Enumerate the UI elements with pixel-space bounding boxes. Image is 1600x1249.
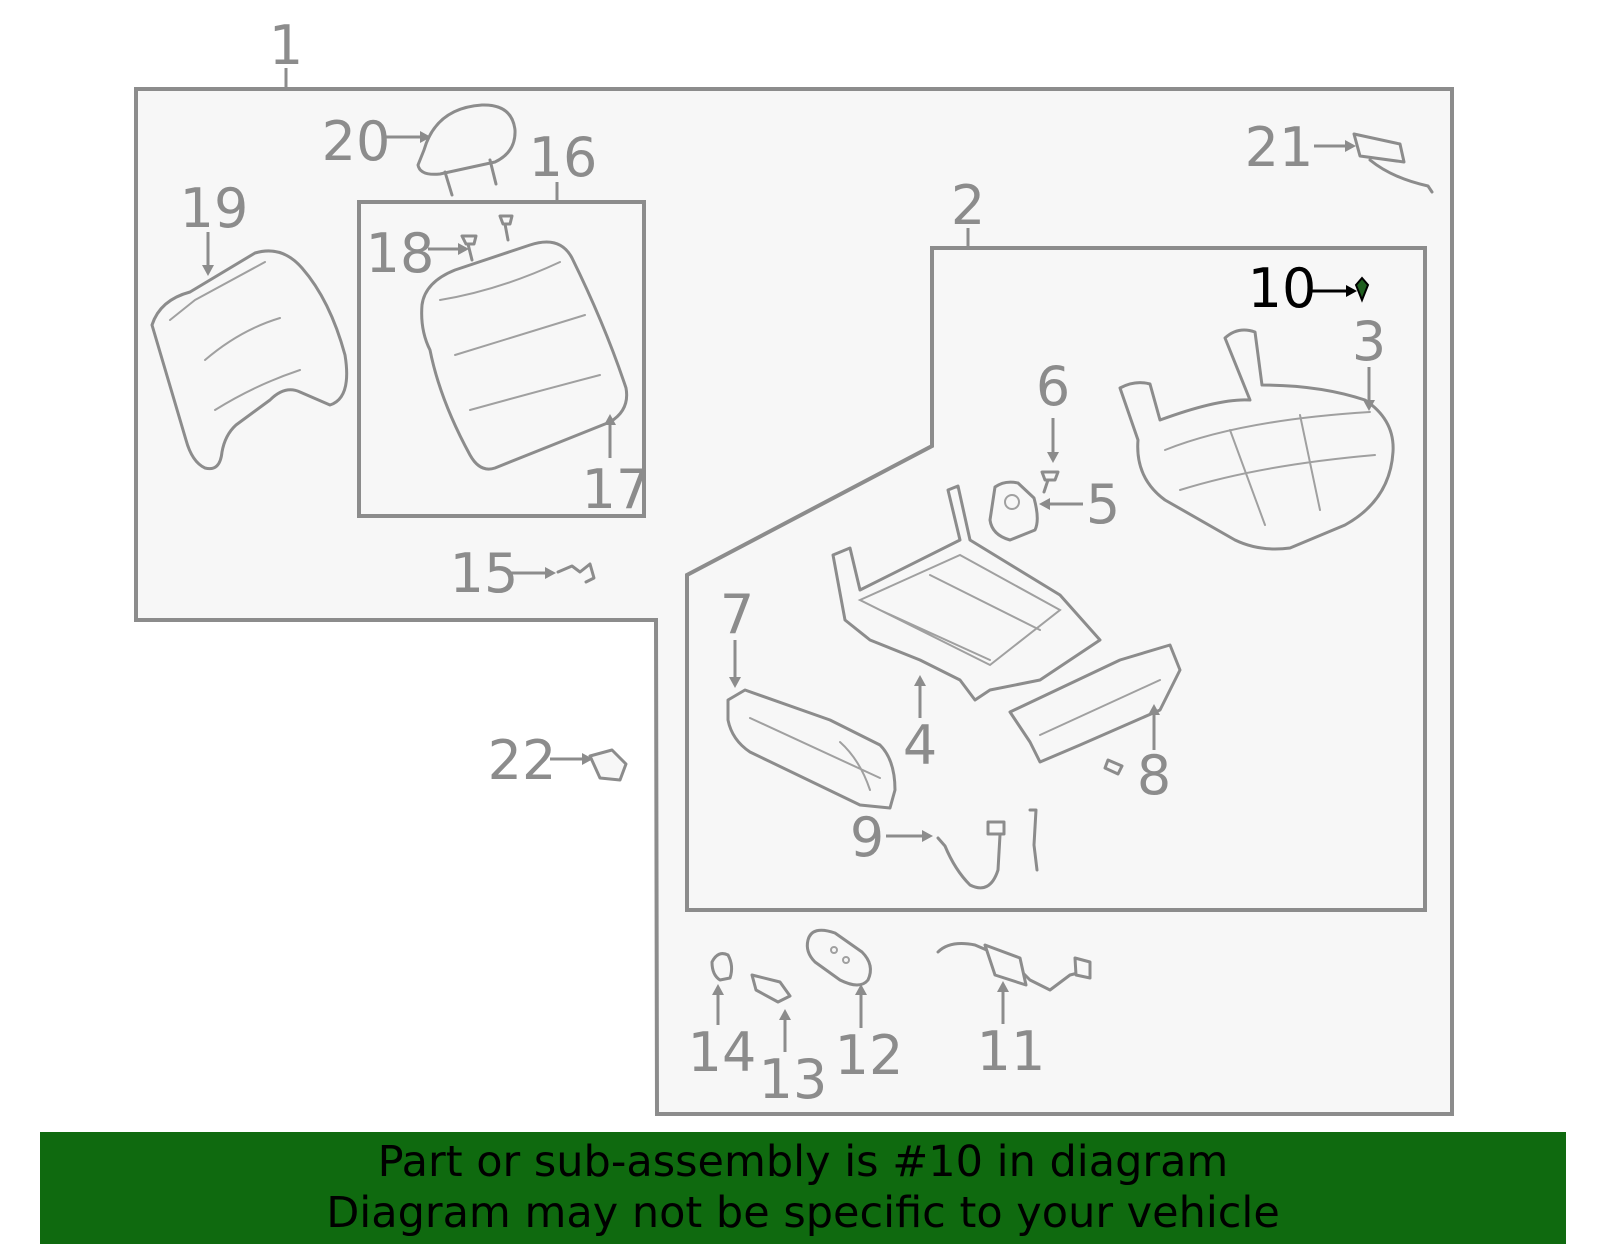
wire-harness-part-9 bbox=[936, 808, 1039, 890]
callout-7: 7 bbox=[720, 583, 754, 646]
callout-3: 3 bbox=[1352, 310, 1386, 373]
callout-20: 20 bbox=[322, 110, 391, 173]
callout-8: 8 bbox=[1137, 744, 1171, 807]
callout-6: 6 bbox=[1036, 355, 1070, 418]
callout-9: 9 bbox=[850, 806, 884, 869]
callout-4: 4 bbox=[903, 714, 937, 777]
switch-harness-part-11 bbox=[936, 942, 1092, 992]
callout-18: 18 bbox=[366, 222, 435, 285]
banner-line-1: Part or sub-assembly is #10 in diagram bbox=[377, 1137, 1229, 1187]
seat-cushion-part bbox=[1118, 328, 1395, 551]
callout-2: 2 bbox=[951, 174, 985, 237]
clip-part-22 bbox=[588, 748, 628, 782]
subassembly-box-2 bbox=[685, 246, 1427, 912]
callout-15: 15 bbox=[450, 542, 519, 605]
fastener-part-10 bbox=[1354, 276, 1370, 303]
callout-11: 11 bbox=[977, 1020, 1046, 1083]
bolt-part-18 bbox=[460, 214, 514, 262]
side-cover-part-7 bbox=[726, 688, 897, 810]
recliner-cover-part-5 bbox=[988, 480, 1039, 542]
callout-12: 12 bbox=[835, 1024, 904, 1087]
callout-17: 17 bbox=[582, 458, 651, 521]
callout-10: 10 bbox=[1248, 257, 1317, 320]
callout-13: 13 bbox=[759, 1048, 828, 1111]
banner-line-2: Diagram may not be specific to your vehi… bbox=[326, 1188, 1280, 1238]
headrest-part bbox=[416, 103, 517, 197]
connector-part-21 bbox=[1352, 132, 1434, 194]
callout-5: 5 bbox=[1086, 473, 1120, 536]
callout-14: 14 bbox=[688, 1021, 757, 1084]
callout-16: 16 bbox=[529, 126, 598, 189]
bolt-part-6 bbox=[1040, 470, 1060, 494]
seat-rail-part-8 bbox=[1008, 643, 1182, 776]
callout-21: 21 bbox=[1245, 116, 1314, 179]
switch-bezel-part-12 bbox=[805, 928, 872, 987]
subassembly-box-16 bbox=[357, 200, 646, 518]
seat-frame-part-4 bbox=[831, 484, 1102, 702]
knob-part-14 bbox=[710, 952, 734, 982]
assembly-outline-1 bbox=[134, 87, 1454, 1116]
callout-19: 19 bbox=[180, 177, 249, 240]
clip-part-15 bbox=[556, 562, 596, 584]
seat-back-panel-part bbox=[150, 249, 349, 471]
callout-22: 22 bbox=[488, 729, 557, 792]
callout-1: 1 bbox=[269, 14, 303, 77]
part-notice-banner: Part or sub-assembly is #10 in diagram D… bbox=[40, 1132, 1566, 1244]
knob-part-13 bbox=[750, 973, 792, 1004]
